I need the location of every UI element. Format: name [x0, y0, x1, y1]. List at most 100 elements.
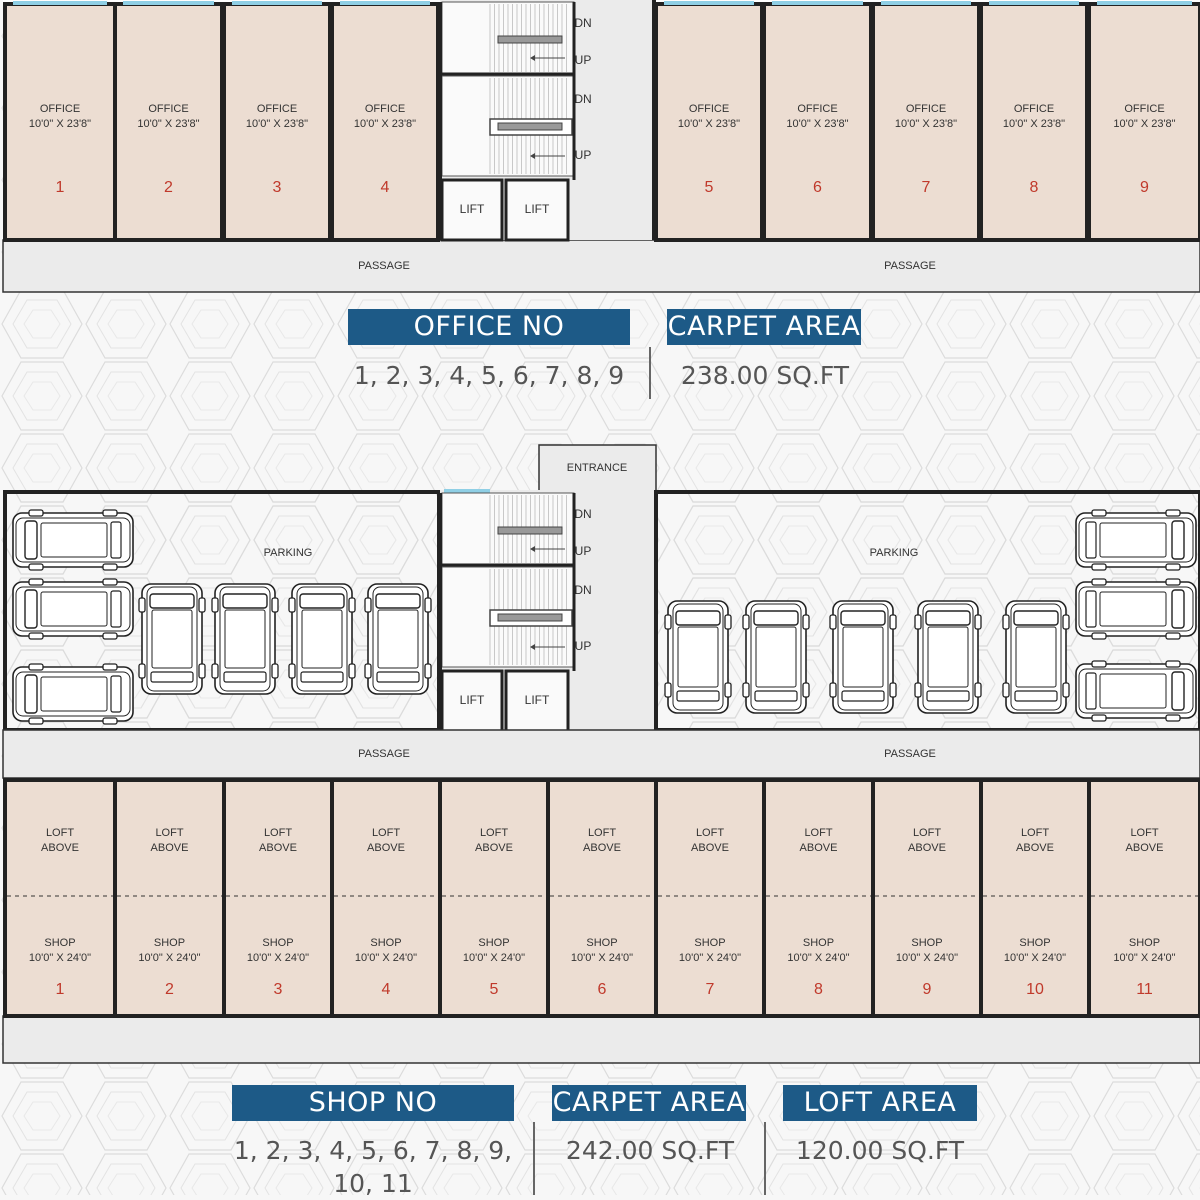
car-wheel [1165, 563, 1181, 571]
car-wheel [829, 682, 837, 698]
shop-title: SHOP [478, 937, 509, 949]
office-number: 2 [164, 179, 173, 196]
shop-summary-divider-1 [533, 1122, 535, 1195]
shop-size: 10'0" X 24'0" [463, 952, 525, 964]
shop-number: 11 [1136, 981, 1153, 998]
car-body [291, 583, 353, 695]
office-number: 7 [922, 179, 931, 196]
car-rear-window [754, 690, 798, 702]
shop-loft-label: LOFT [1021, 827, 1049, 839]
car-body [12, 581, 134, 637]
car-roof [1099, 591, 1167, 627]
shop-unit-7 [654, 778, 766, 1018]
car-wheel [102, 717, 118, 725]
office-summary-divider [649, 347, 651, 399]
car-wheel [1165, 660, 1181, 668]
car-wheel [138, 597, 146, 613]
car-wheel [364, 663, 372, 679]
car-inner-outline [15, 671, 131, 717]
shop-carpet-area-header: CARPET AREA [552, 1085, 746, 1121]
car-wheel [1091, 632, 1107, 640]
car-windshield [24, 520, 38, 560]
office-title: OFFICE [257, 103, 297, 115]
shop-size: 10'0" X 24'0" [679, 952, 741, 964]
car-body [367, 583, 429, 695]
car-wheel [1165, 509, 1181, 517]
car-wheel [664, 682, 672, 698]
office-size: 10'0" X 23'8" [137, 118, 199, 130]
car-wheel [28, 663, 44, 671]
car-wheel [102, 632, 118, 640]
car-windshield [675, 610, 721, 626]
car-wheel [198, 663, 206, 679]
shop-summary-divider-2 [764, 1122, 766, 1195]
shop-size: 10'0" X 24'0" [138, 952, 200, 964]
car-wheel [974, 614, 982, 630]
car-roof [301, 609, 343, 669]
parked-car-icon [1002, 600, 1070, 714]
office-core-lift-2-label: LIFT [525, 202, 550, 216]
shop-loft-label: ABOVE [41, 842, 79, 854]
car-body [745, 600, 807, 714]
car-wheel [28, 563, 44, 571]
ground-core-stair-dn-lower: DN [574, 583, 591, 597]
ground-core-stair-landing-upper [497, 526, 563, 535]
parking-right-label: PARKING [870, 547, 919, 559]
car-wheel [288, 663, 296, 679]
car-inner-outline [372, 586, 424, 692]
car-roof [151, 609, 193, 669]
car-windshield [375, 593, 421, 609]
shop-loft-label: ABOVE [367, 842, 405, 854]
shop-loft-label: LOFT [264, 827, 292, 839]
car-windshield [840, 610, 886, 626]
shop-no-value: 1, 2, 3, 4, 5, 6, 7, 8, 9, 10, 11 [232, 1134, 514, 1200]
shop-loft-label: ABOVE [800, 842, 838, 854]
car-roof [40, 591, 108, 627]
car-roof [1099, 522, 1167, 558]
car-wheel [424, 597, 432, 613]
car-roof [927, 626, 969, 688]
shop-unit-1 [3, 778, 117, 1018]
car-body [12, 666, 134, 722]
shop-loft-label: LOFT [804, 827, 832, 839]
car-windshield [24, 674, 38, 714]
shop-number: 5 [490, 981, 499, 998]
car-wheel [1002, 682, 1010, 698]
office-core-stair-landing-upper [497, 35, 563, 44]
shop-title: SHOP [44, 937, 75, 949]
car-inner-outline [672, 603, 724, 711]
car-wheel [102, 563, 118, 571]
ground-core-stair-arrowhead-upper [530, 546, 535, 552]
office-title: OFFICE [365, 103, 405, 115]
car-windshield [753, 610, 799, 626]
car-wheel [1165, 632, 1181, 640]
car-roof [1099, 673, 1167, 709]
car-body [832, 600, 894, 714]
ground-passage-label-left: PASSAGE [358, 748, 410, 760]
car-rear-window [1085, 521, 1097, 559]
office-number: 3 [273, 179, 282, 196]
parked-car-icon [664, 600, 732, 714]
parked-car-icon [288, 583, 356, 695]
car-body [141, 583, 203, 695]
shop-loft-label: ABOVE [1126, 842, 1164, 854]
car-inner-outline [1078, 586, 1194, 632]
shop-loft-label: LOFT [155, 827, 183, 839]
car-roof [377, 609, 419, 669]
office-size: 10'0" X 23'8" [29, 118, 91, 130]
ground-core-stair-up-lower: UP [575, 639, 592, 653]
shop-no-value-line1: 1, 2, 3, 4, 5, 6, 7, 8, 9, [233, 1136, 513, 1165]
car-roof [224, 609, 266, 669]
car-windshield [925, 610, 971, 626]
entrance-label: ENTRANCE [567, 462, 628, 474]
car-body [917, 600, 979, 714]
car-roof [755, 626, 797, 688]
car-wheel [28, 717, 44, 725]
office-size: 10'0" X 23'8" [786, 118, 848, 130]
car-inner-outline [1010, 603, 1062, 711]
car-wheel [211, 597, 219, 613]
car-rear-window [1085, 590, 1097, 628]
car-wheel [1091, 578, 1107, 586]
office-size: 10'0" X 23'8" [895, 118, 957, 130]
shop-loft-label: LOFT [913, 827, 941, 839]
